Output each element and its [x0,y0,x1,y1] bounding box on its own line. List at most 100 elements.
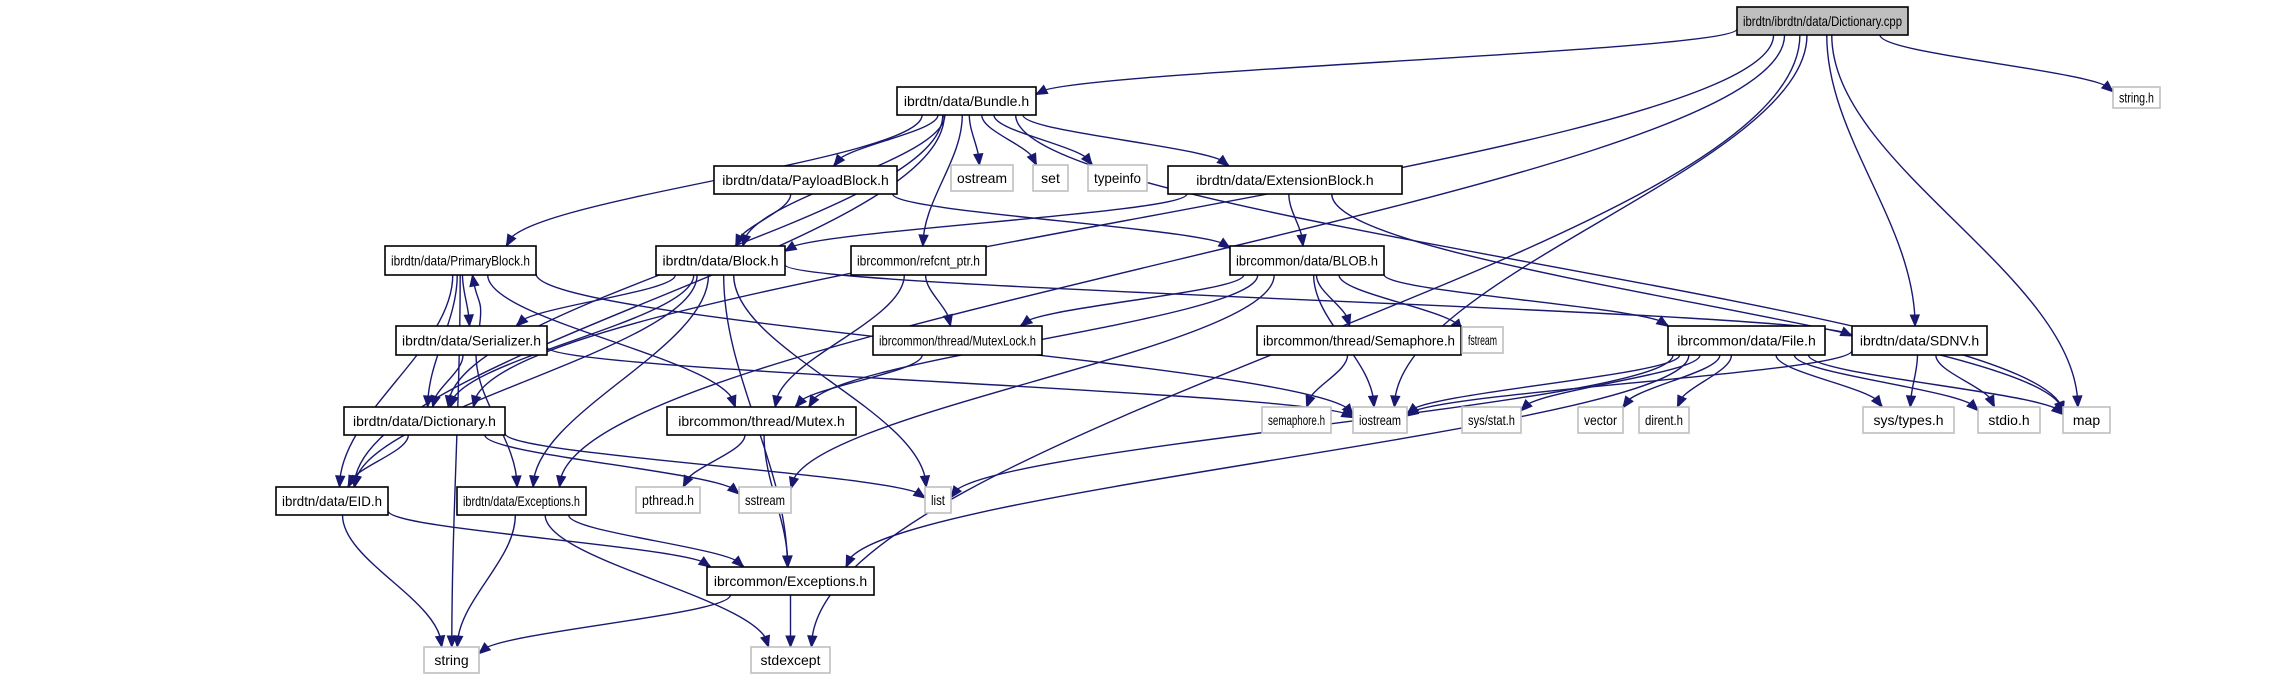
edge-file_h-to-vector [1622,354,1721,408]
node-box [850,245,987,276]
arrowhead-icon [794,394,808,408]
arrowhead-icon [1305,394,1316,409]
node-box [1461,326,1504,354]
node-primary-h[interactable]: ibrdtn/data/PrimaryBlock.h [384,245,537,276]
arrowhead-icon [2100,80,2115,93]
node-box [635,486,701,514]
edge-block_h-to-list [732,274,927,488]
edge-file_h-to-sys_types [1775,354,1883,408]
arrowhead-icon [919,474,931,489]
edge-dtnexc_h-to-stdexcept [544,514,770,648]
node-box [950,164,1014,192]
edge-block_h-to-dictionary_h [449,274,695,408]
arrowhead-icon [1034,84,1049,96]
edge-primary_h-to-mutex_h [486,274,736,408]
node-label: set [1041,170,1060,186]
edge-primary_h-to-eid_h [338,274,454,488]
node-box [1032,164,1069,192]
edges-layer [335,28,2115,655]
edge-blob_h-to-sstream [790,274,1275,489]
node-sstream: sstream [738,486,792,514]
node-label: ibrcommon/refcnt_ptr.h [857,253,980,269]
edge-dict_cpp-to-string_h [1879,34,2114,93]
edge-payload_h-to-blob_h [892,193,1231,249]
node-box [343,406,506,436]
edge-eid_h-to-commonexc_h [387,510,711,568]
node-mutexlock-h[interactable]: ibrcommon/thread/MutexLock.h [872,325,1043,356]
node-sdnv-h[interactable]: ibrdtn/data/SDNV.h [1851,325,1988,356]
arrowhead-icon [446,635,458,649]
edge-dict_cpp-to-dtnexc_h [558,34,1786,488]
node-label: ostream [957,170,1007,186]
arrowhead-icon [1520,398,1533,412]
arrowhead-icon [726,394,737,409]
node-label: ibrdtn/data/Block.h [663,253,779,269]
edge-block_h-to-eid_h [353,274,698,488]
arrowhead-icon [807,635,818,649]
arrowhead-icon [1622,395,1634,409]
node-dirent: dirent.h [1638,406,1690,434]
node-dict-cpp[interactable]: ibrdtn/ibrdtn/data/Dictionary.cpp [1736,6,1909,36]
node-box [713,165,898,195]
node-box [456,486,587,516]
node-semaphore-h: semaphore.h [1261,406,1332,434]
arrowhead-icon [1984,394,1995,409]
node-box [2062,406,2111,434]
node-box [872,325,1043,356]
node-box [1256,325,1462,356]
arrowhead-icon [833,153,846,168]
node-semaphore-hh[interactable]: ibrcommon/thread/Semaphore.h [1256,325,1462,356]
edge-blob_h-to-fstream [1338,274,1463,331]
node-label: string.h [2119,90,2154,106]
node-eid-h[interactable]: ibrdtn/data/EID.h [275,486,389,516]
node-label: stdio.h [1988,412,2029,428]
arrowhead-icon [942,313,953,328]
node-commonexc-h[interactable]: ibrcommon/Exceptions.h [706,566,875,596]
node-blob-h[interactable]: ibrcommon/data/BLOB.h [1229,245,1385,276]
node-label: ibrcommon/data/File.h [1677,333,1816,349]
node-file-h[interactable]: ibrcommon/data/File.h [1667,325,1826,356]
arrowhead-icon [430,394,441,409]
arrowhead-icon [1390,395,1401,409]
node-dictionary-h[interactable]: ibrdtn/data/Dictionary.h [343,406,506,436]
arrowhead-icon [788,476,800,490]
node-string-h: string.h [2112,86,2161,109]
node-box [1851,325,1988,356]
arrowhead-icon [2072,395,2083,409]
edge-ext_h-to-block_h [784,193,1188,252]
arrowhead-icon [477,642,492,655]
arrowhead-icon [453,635,464,649]
node-dtnexc-h[interactable]: ibrdtn/data/Exceptions.h [456,486,587,516]
arrowhead-icon [731,555,745,568]
node-label: sstream [745,492,785,508]
edge-sdnv_h-to-iostream [1406,349,1853,417]
node-label: vector [1584,412,1617,428]
arrowhead-icon [511,475,522,489]
node-label: pthread.h [642,492,694,508]
arrowhead-icon [1019,314,1034,327]
node-serializer-h[interactable]: ibrdtn/data/Serializer.h [395,325,548,356]
node-mutex-h[interactable]: ibrcommon/thread/Mutex.h [666,406,857,436]
edge-dtnexc_h-to-commonexc_h [567,514,745,568]
edge-file_h-to-commonexc_h [845,354,1690,568]
arrowhead-icon [1405,405,1420,417]
edge-file_h-to-sys_stat [1520,354,1701,412]
node-block-h[interactable]: ibrdtn/data/Block.h [655,245,786,276]
node-label: iostream [1359,412,1401,428]
node-box [1736,6,1909,36]
node-refcnt-h[interactable]: ibrcommon/refcnt_ptr.h [850,245,987,276]
node-label: ibrcommon/thread/Mutex.h [678,413,845,429]
node-label: typeinfo [1094,170,1141,186]
node-ext-h[interactable]: ibrdtn/data/ExtensionBlock.h [1167,165,1403,195]
node-box [1261,406,1332,434]
arrowhead-icon [808,394,820,409]
node-label: string [434,652,468,668]
node-box [750,646,831,674]
edge-refcnt_h-to-mutex_h [774,274,906,408]
node-payload-h[interactable]: ibrdtn/data/PayloadBlock.h [713,165,898,195]
arrowhead-icon [1341,313,1352,328]
node-bundle-h[interactable]: ibrdtn/data/Bundle.h [896,86,1037,116]
edge-commonexc_h-to-string [478,594,732,654]
node-map: map [2062,406,2111,434]
edge-file_h-to-iostream [1406,354,1681,415]
